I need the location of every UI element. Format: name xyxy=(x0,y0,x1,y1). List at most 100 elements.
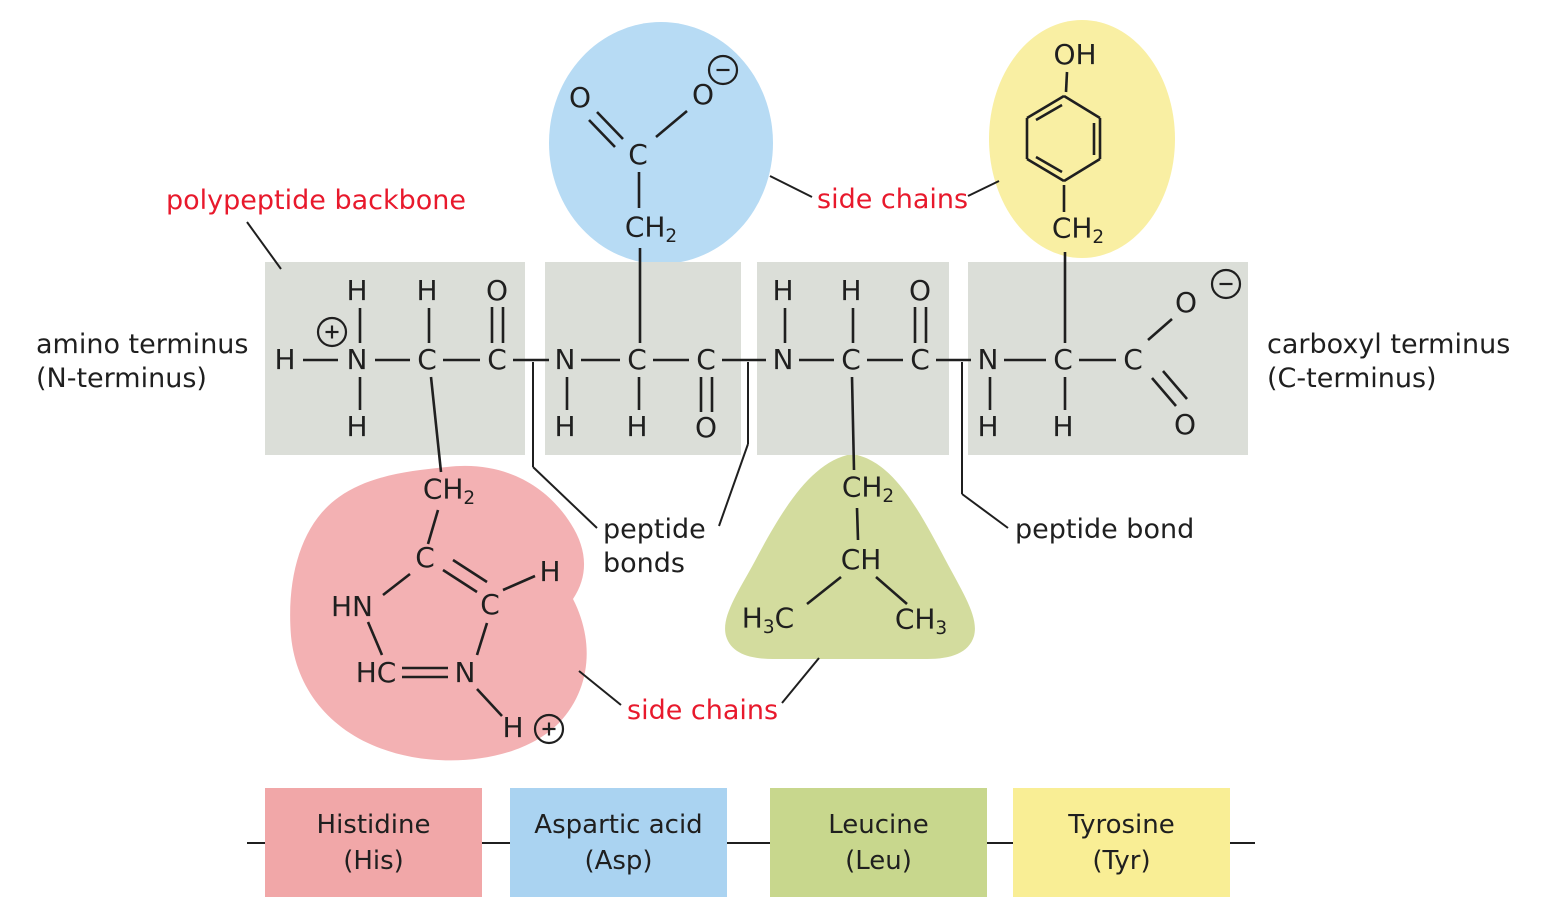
bond-line xyxy=(655,110,688,138)
atom-CH2: CH2 xyxy=(841,470,895,507)
atom-HC: HC xyxy=(355,656,397,689)
side-chains-bottom-label: side chains xyxy=(627,695,779,726)
atom-C: C xyxy=(1053,343,1073,376)
bond-line xyxy=(1064,71,1069,93)
bond-line xyxy=(588,119,616,148)
atom-N: N xyxy=(454,656,476,689)
pointer-line xyxy=(578,670,622,706)
bond-line xyxy=(596,111,624,140)
atom-H: H xyxy=(502,711,524,744)
legend-name-tyrosine: Tyrosine xyxy=(1068,809,1175,840)
bond-line xyxy=(475,622,489,656)
atom-CH3: CH3 xyxy=(894,602,948,639)
bond-line xyxy=(1026,94,1065,120)
legend-abbrev-aspartic-acid: (Asp) xyxy=(584,845,653,876)
atom-HN: HN xyxy=(331,590,373,623)
minus-charge-icon xyxy=(707,54,739,86)
atom-H: H xyxy=(346,410,368,443)
atom-N: N xyxy=(977,343,999,376)
atom-N: N xyxy=(346,343,368,376)
polypeptide-backbone-label: polypeptide backbone xyxy=(166,185,466,216)
bond-line xyxy=(875,576,908,605)
peptide-bonds-line2: bonds xyxy=(603,548,685,579)
atom-OH: OH xyxy=(1053,38,1097,71)
pointer-line xyxy=(718,443,749,527)
legend-abbrev-leucine: (Leu) xyxy=(845,845,912,876)
legend-box-aspartic-acid: Aspartic acid (Asp) xyxy=(510,788,727,897)
atom-H3C: H3C xyxy=(741,601,795,638)
atom-O: O xyxy=(485,274,509,307)
amino-terminus-line2: (N-terminus) xyxy=(36,363,207,394)
atom-H: H xyxy=(772,274,794,307)
amino-terminus-label: amino terminus (N-terminus) xyxy=(36,328,248,396)
atom-C: C xyxy=(841,343,861,376)
bond-line xyxy=(382,572,411,597)
atom-O: O xyxy=(568,81,592,114)
bond-line xyxy=(855,507,860,541)
atom-C: C xyxy=(628,138,648,171)
atom-O: O xyxy=(1174,286,1198,319)
carboxyl-terminus-line2: (C-terminus) xyxy=(1267,363,1437,394)
bond-line xyxy=(1035,155,1063,174)
carboxyl-terminus-label: carboxyl terminus (C-terminus) xyxy=(1267,328,1510,396)
atom-H: H xyxy=(1052,410,1074,443)
bond-line xyxy=(366,621,384,656)
atom-C: C xyxy=(417,343,437,376)
atom-C: C xyxy=(487,343,507,376)
peptide-bonds-label: peptide bonds xyxy=(603,513,706,581)
pointer-line xyxy=(769,175,813,198)
atom-H: H xyxy=(416,274,438,307)
atom-CH: CH xyxy=(840,543,882,576)
legend-abbrev-tyrosine: (Tyr) xyxy=(1092,845,1151,876)
backbone-box-2 xyxy=(545,262,741,455)
legend-box-leucine: Leucine (Leu) xyxy=(770,788,987,897)
legend-box-tyrosine: Tyrosine (Tyr) xyxy=(1013,788,1230,897)
legend-abbrev-histidine: (His) xyxy=(343,845,404,876)
bond-line xyxy=(426,509,440,545)
bond-line xyxy=(429,376,443,473)
backbone-box-1 xyxy=(265,262,525,455)
bond-line xyxy=(1147,318,1173,341)
atom-O: O xyxy=(691,78,715,111)
bond-line xyxy=(1026,157,1065,183)
pointer-line xyxy=(967,180,1000,197)
pointer-line xyxy=(961,493,1009,529)
atom-CH2: CH2 xyxy=(1051,211,1105,248)
pointer-line xyxy=(532,466,598,529)
plus-charge-icon xyxy=(316,316,348,348)
atom-C: C xyxy=(480,588,500,621)
atom-O: O xyxy=(908,274,932,307)
his-side-chain-highlight xyxy=(290,465,587,761)
peptide-bond-label: peptide bond xyxy=(1015,514,1195,545)
atom-C: C xyxy=(415,541,435,574)
atom-C: C xyxy=(910,343,930,376)
bond-line xyxy=(1035,103,1063,122)
carboxyl-terminus-line1: carboxyl terminus xyxy=(1267,329,1511,360)
tyr-side-chain-highlight xyxy=(989,20,1175,258)
legend-name-leucine: Leucine xyxy=(828,809,929,840)
legend-name-histidine: Histidine xyxy=(316,809,431,840)
bond-line xyxy=(850,376,856,471)
legend-box-histidine: Histidine (His) xyxy=(265,788,482,897)
atom-O: O xyxy=(1173,408,1197,441)
bond-line xyxy=(442,568,478,594)
pointer-line xyxy=(246,221,282,270)
atom-CH2: CH2 xyxy=(422,472,476,509)
side-chains-top-label: side chains xyxy=(817,184,969,215)
bond-line xyxy=(1063,94,1101,120)
pointer-line xyxy=(781,657,820,704)
atom-H: H xyxy=(626,410,648,443)
bond-line xyxy=(1162,370,1188,400)
atom-C: C xyxy=(696,343,716,376)
peptide-bonds-line1: peptide xyxy=(603,514,706,545)
atom-H: H xyxy=(274,343,296,376)
bond-line xyxy=(452,558,488,584)
bond-line xyxy=(476,688,503,717)
amino-terminus-line1: amino terminus xyxy=(36,329,249,360)
atom-H: H xyxy=(346,274,368,307)
atom-CH2: CH2 xyxy=(624,210,678,247)
atom-H: H xyxy=(554,410,576,443)
atom-C: C xyxy=(627,343,647,376)
